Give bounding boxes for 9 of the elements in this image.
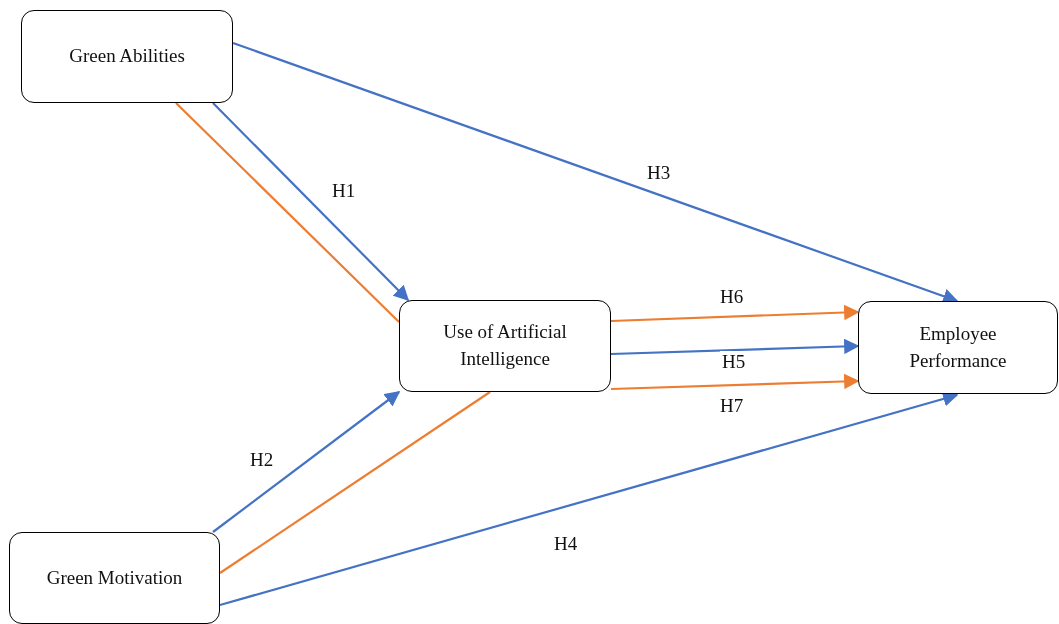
- arrow: [610, 338, 860, 356]
- arrow: [610, 373, 860, 391]
- variable-box: Employee Performance: [858, 301, 1058, 394]
- variable-box: Use of Artificial Intelligence: [399, 300, 611, 392]
- arrow: [212, 391, 401, 533]
- variable-box: Green Abilities: [21, 10, 233, 103]
- arrow: [610, 304, 860, 323]
- arrow: [212, 102, 410, 302]
- variable-box: Green Motivation: [9, 532, 220, 624]
